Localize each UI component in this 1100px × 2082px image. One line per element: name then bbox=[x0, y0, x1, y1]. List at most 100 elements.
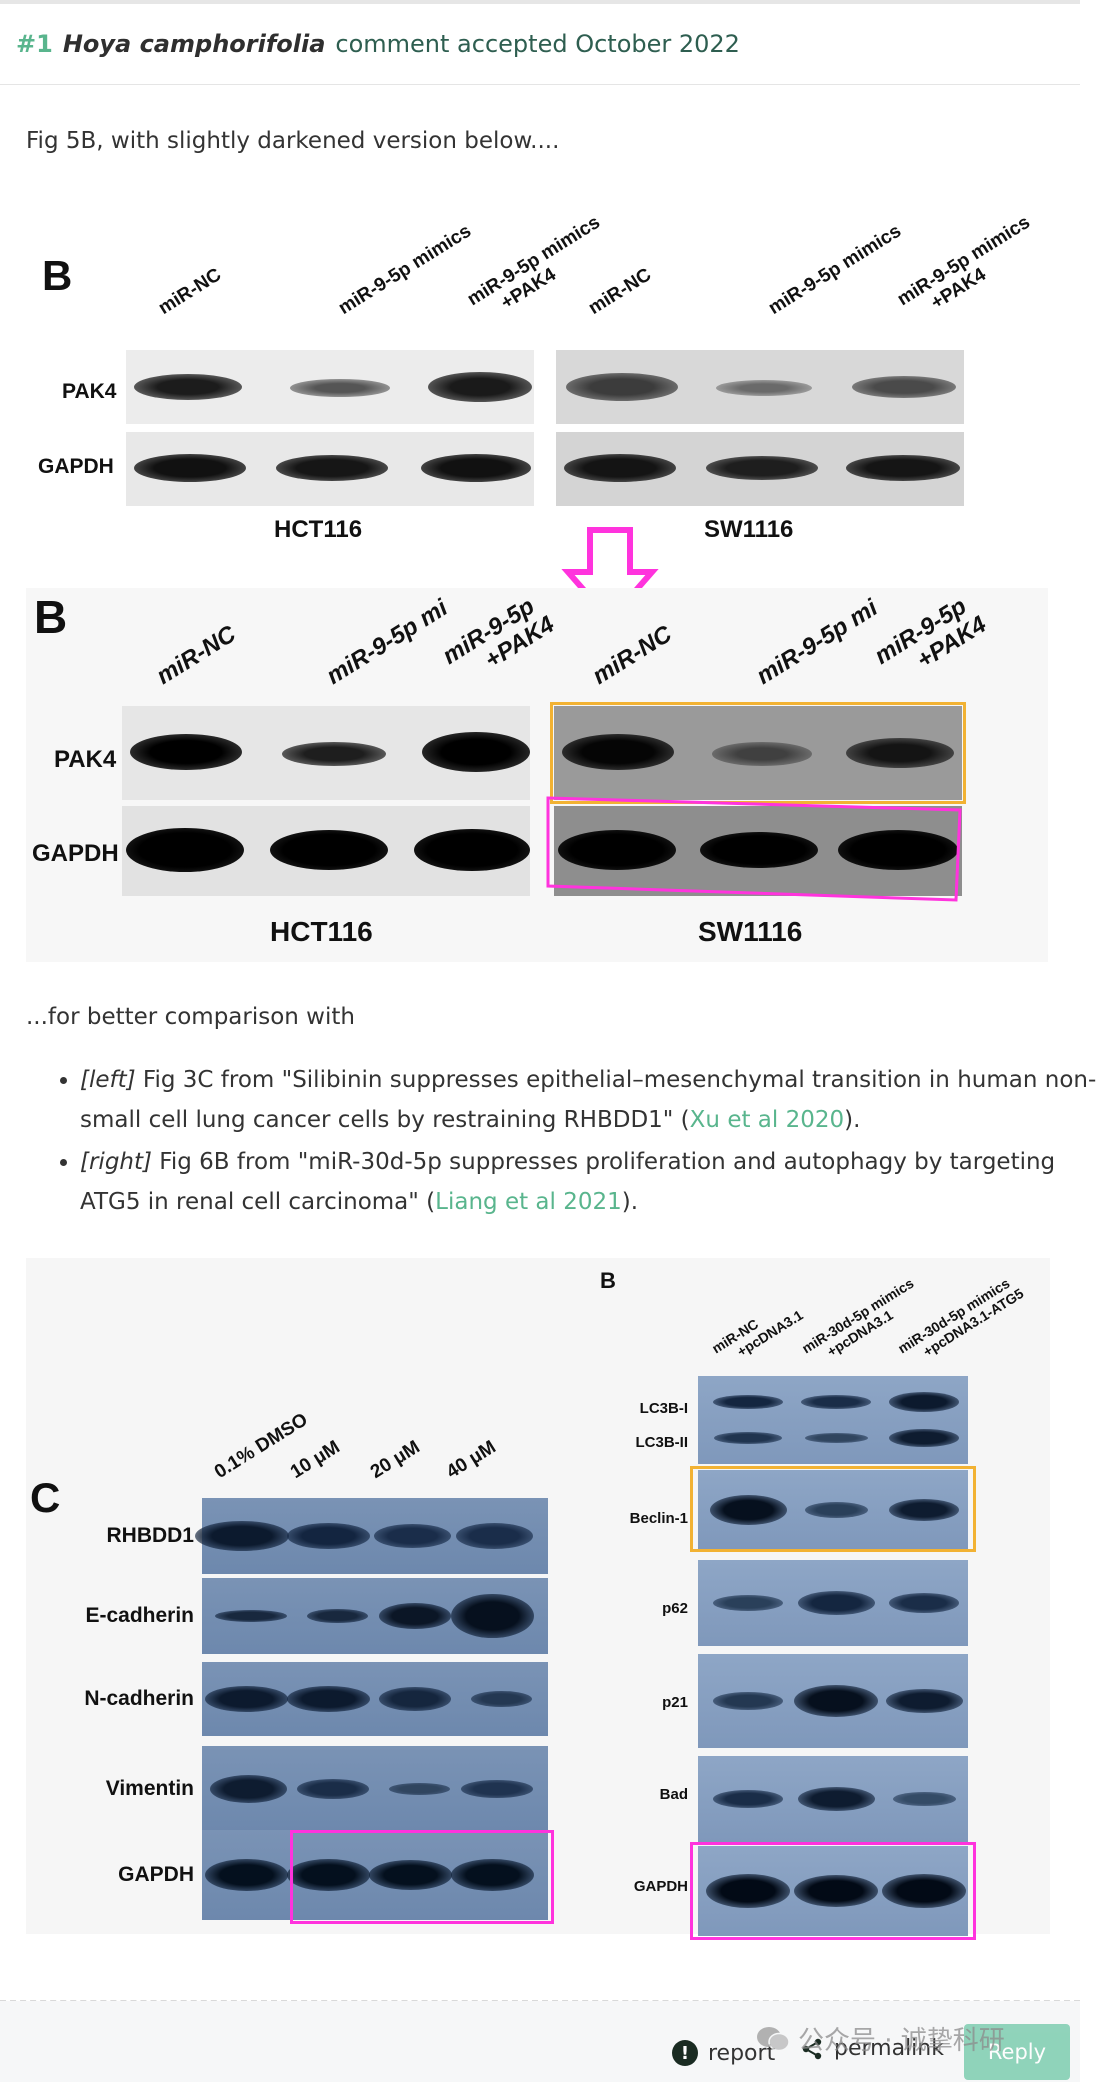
lane-label: miR-NC+pcDNA3.1 bbox=[709, 1306, 806, 1360]
band bbox=[889, 1593, 959, 1613]
row-label-pak4: PAK4 bbox=[62, 380, 117, 403]
permalink-label: permalink bbox=[834, 2036, 944, 2061]
band bbox=[287, 1859, 370, 1891]
ref-tag: [right] bbox=[80, 1149, 152, 1175]
row-label: Vimentin bbox=[105, 1777, 194, 1800]
band bbox=[558, 830, 676, 870]
comment-number[interactable]: #1 bbox=[16, 30, 53, 58]
top-border bbox=[0, 0, 1080, 4]
band bbox=[471, 1691, 532, 1707]
row-label: Bad bbox=[659, 1786, 688, 1803]
band bbox=[706, 1874, 790, 1908]
band bbox=[804, 1502, 868, 1518]
lane-label: 40 μM bbox=[442, 1436, 500, 1483]
lane-label: miR-9-5p mimics+PAK4 bbox=[893, 211, 1034, 314]
lane-label: miR-NC bbox=[584, 264, 656, 319]
band bbox=[130, 734, 242, 770]
band bbox=[700, 832, 818, 868]
lane-label: miR-NC bbox=[151, 620, 241, 690]
band bbox=[134, 454, 246, 482]
band bbox=[709, 1495, 787, 1525]
lane-label: miR-9-5p mimics bbox=[764, 220, 905, 319]
panel-letter: C bbox=[30, 1474, 61, 1521]
lane-label: miR-NC bbox=[587, 620, 677, 690]
band bbox=[838, 830, 958, 870]
reference-list: [left] Fig 3C from "Silibinin suppresses… bbox=[26, 1060, 1100, 1224]
permalink-button[interactable]: permalink bbox=[800, 2036, 944, 2061]
band bbox=[797, 1591, 875, 1615]
band bbox=[134, 374, 242, 400]
band bbox=[282, 742, 386, 766]
highlight-box-orange bbox=[550, 702, 966, 804]
lane-label: miR-9-5p+PAK4 bbox=[437, 592, 560, 675]
band bbox=[882, 1874, 966, 1908]
panel-letter: B bbox=[600, 1268, 616, 1293]
header-divider bbox=[0, 84, 1080, 85]
highlight-box-pink bbox=[290, 1830, 554, 1924]
band bbox=[215, 1610, 287, 1622]
band bbox=[714, 1431, 782, 1444]
lane-label: 10 μM bbox=[286, 1436, 344, 1483]
lane-label: miR-9-5p+PAK4 bbox=[869, 592, 992, 675]
band bbox=[712, 742, 812, 766]
band bbox=[892, 1792, 956, 1806]
lane-label: miR-9-5p mimics bbox=[334, 220, 475, 319]
species-name[interactable]: Hoya camphorifolia bbox=[62, 30, 326, 58]
row-label: Beclin-1 bbox=[629, 1510, 688, 1527]
row-label: E-cadherin bbox=[85, 1604, 194, 1627]
row-label: GAPDH bbox=[633, 1878, 688, 1895]
band bbox=[713, 1395, 783, 1410]
band bbox=[566, 373, 678, 401]
band bbox=[451, 1594, 534, 1638]
comment-status: comment accepted October 2022 bbox=[335, 30, 740, 58]
band bbox=[797, 1787, 875, 1811]
share-icon bbox=[802, 2038, 822, 2059]
band bbox=[369, 1860, 452, 1890]
band bbox=[389, 1783, 450, 1795]
band bbox=[195, 1521, 289, 1551]
row-label-gapdh: GAPDH bbox=[38, 455, 114, 478]
footer-bar bbox=[0, 2001, 1080, 2082]
row-label: LC3B-II bbox=[635, 1434, 689, 1451]
panel-letter: B bbox=[42, 252, 73, 299]
band bbox=[801, 1395, 871, 1410]
band bbox=[307, 1609, 368, 1623]
highlight-box-pink bbox=[546, 796, 962, 902]
ref-link-liang[interactable]: Liang et al 2021 bbox=[435, 1189, 622, 1215]
wechat-icon bbox=[757, 2026, 790, 2051]
band bbox=[379, 1687, 451, 1711]
ref-end: ). bbox=[621, 1189, 639, 1215]
panel-letter: B bbox=[34, 591, 68, 643]
band bbox=[794, 1685, 878, 1717]
band bbox=[889, 1428, 959, 1447]
ref-text: Fig 3C from "Silibinin suppresses epithe… bbox=[80, 1067, 1097, 1133]
blot-strip bbox=[698, 1376, 968, 1464]
ref-link-xu[interactable]: Xu et al 2020 bbox=[689, 1107, 845, 1133]
comment-header: #1 Hoya camphorifolia comment accepted O… bbox=[16, 24, 740, 64]
comparison-text: ...for better comparison with bbox=[26, 1004, 355, 1030]
band bbox=[205, 1859, 288, 1891]
band bbox=[562, 734, 674, 770]
band bbox=[297, 1779, 369, 1799]
band bbox=[889, 1499, 959, 1521]
band bbox=[706, 456, 818, 480]
band bbox=[852, 376, 956, 398]
ref-text: Fig 6B from "miR-30d-5p suppresses proli… bbox=[80, 1149, 1056, 1215]
lane-label: miR-9-5p mi bbox=[751, 594, 883, 690]
band bbox=[287, 1686, 370, 1712]
cell-line-hct116: HCT116 bbox=[270, 916, 373, 947]
band bbox=[422, 732, 530, 772]
cell-line-sw1116: SW1116 bbox=[704, 516, 794, 543]
band bbox=[564, 454, 676, 482]
band bbox=[126, 828, 244, 872]
row-label: N-cadherin bbox=[84, 1687, 194, 1710]
exclamation-icon: ! bbox=[672, 2040, 698, 2066]
band bbox=[374, 1524, 451, 1548]
list-item: [right] Fig 6B from "miR-30d-5p suppress… bbox=[80, 1142, 1100, 1222]
band bbox=[794, 1875, 878, 1907]
watermark-text: 公众号 · 诚挚科研 bbox=[798, 2026, 1005, 2056]
ref-tag: [left] bbox=[80, 1067, 136, 1093]
reply-button[interactable]: Reply bbox=[964, 2024, 1070, 2080]
